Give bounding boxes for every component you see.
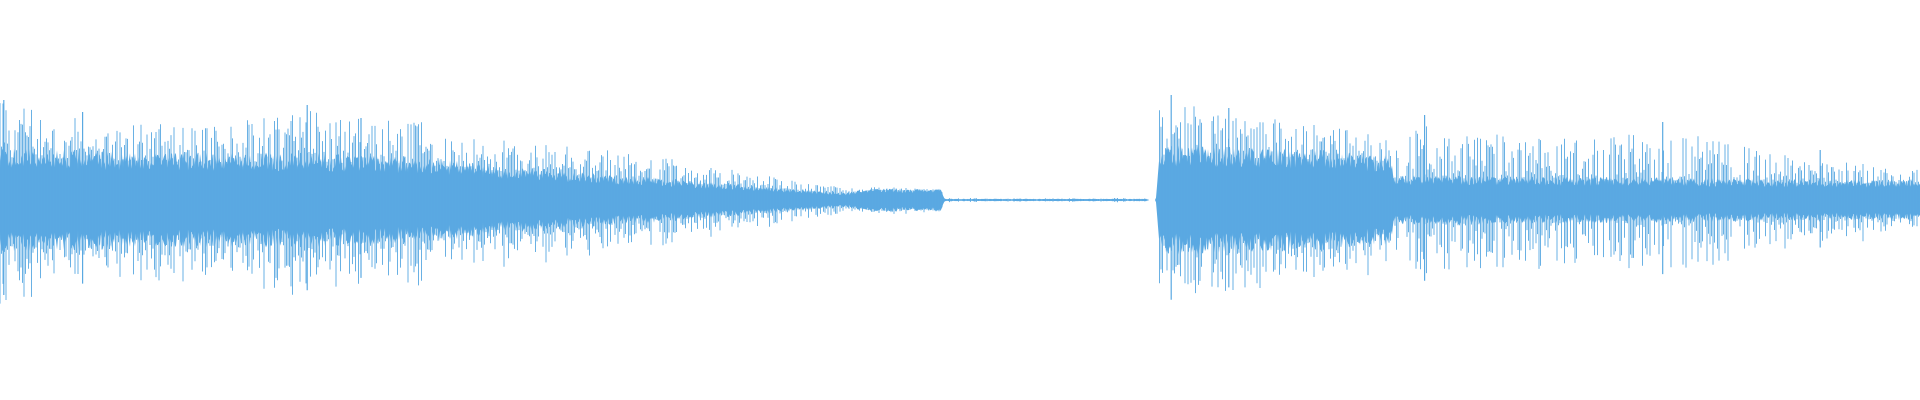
waveform-peaks [0,95,1920,304]
